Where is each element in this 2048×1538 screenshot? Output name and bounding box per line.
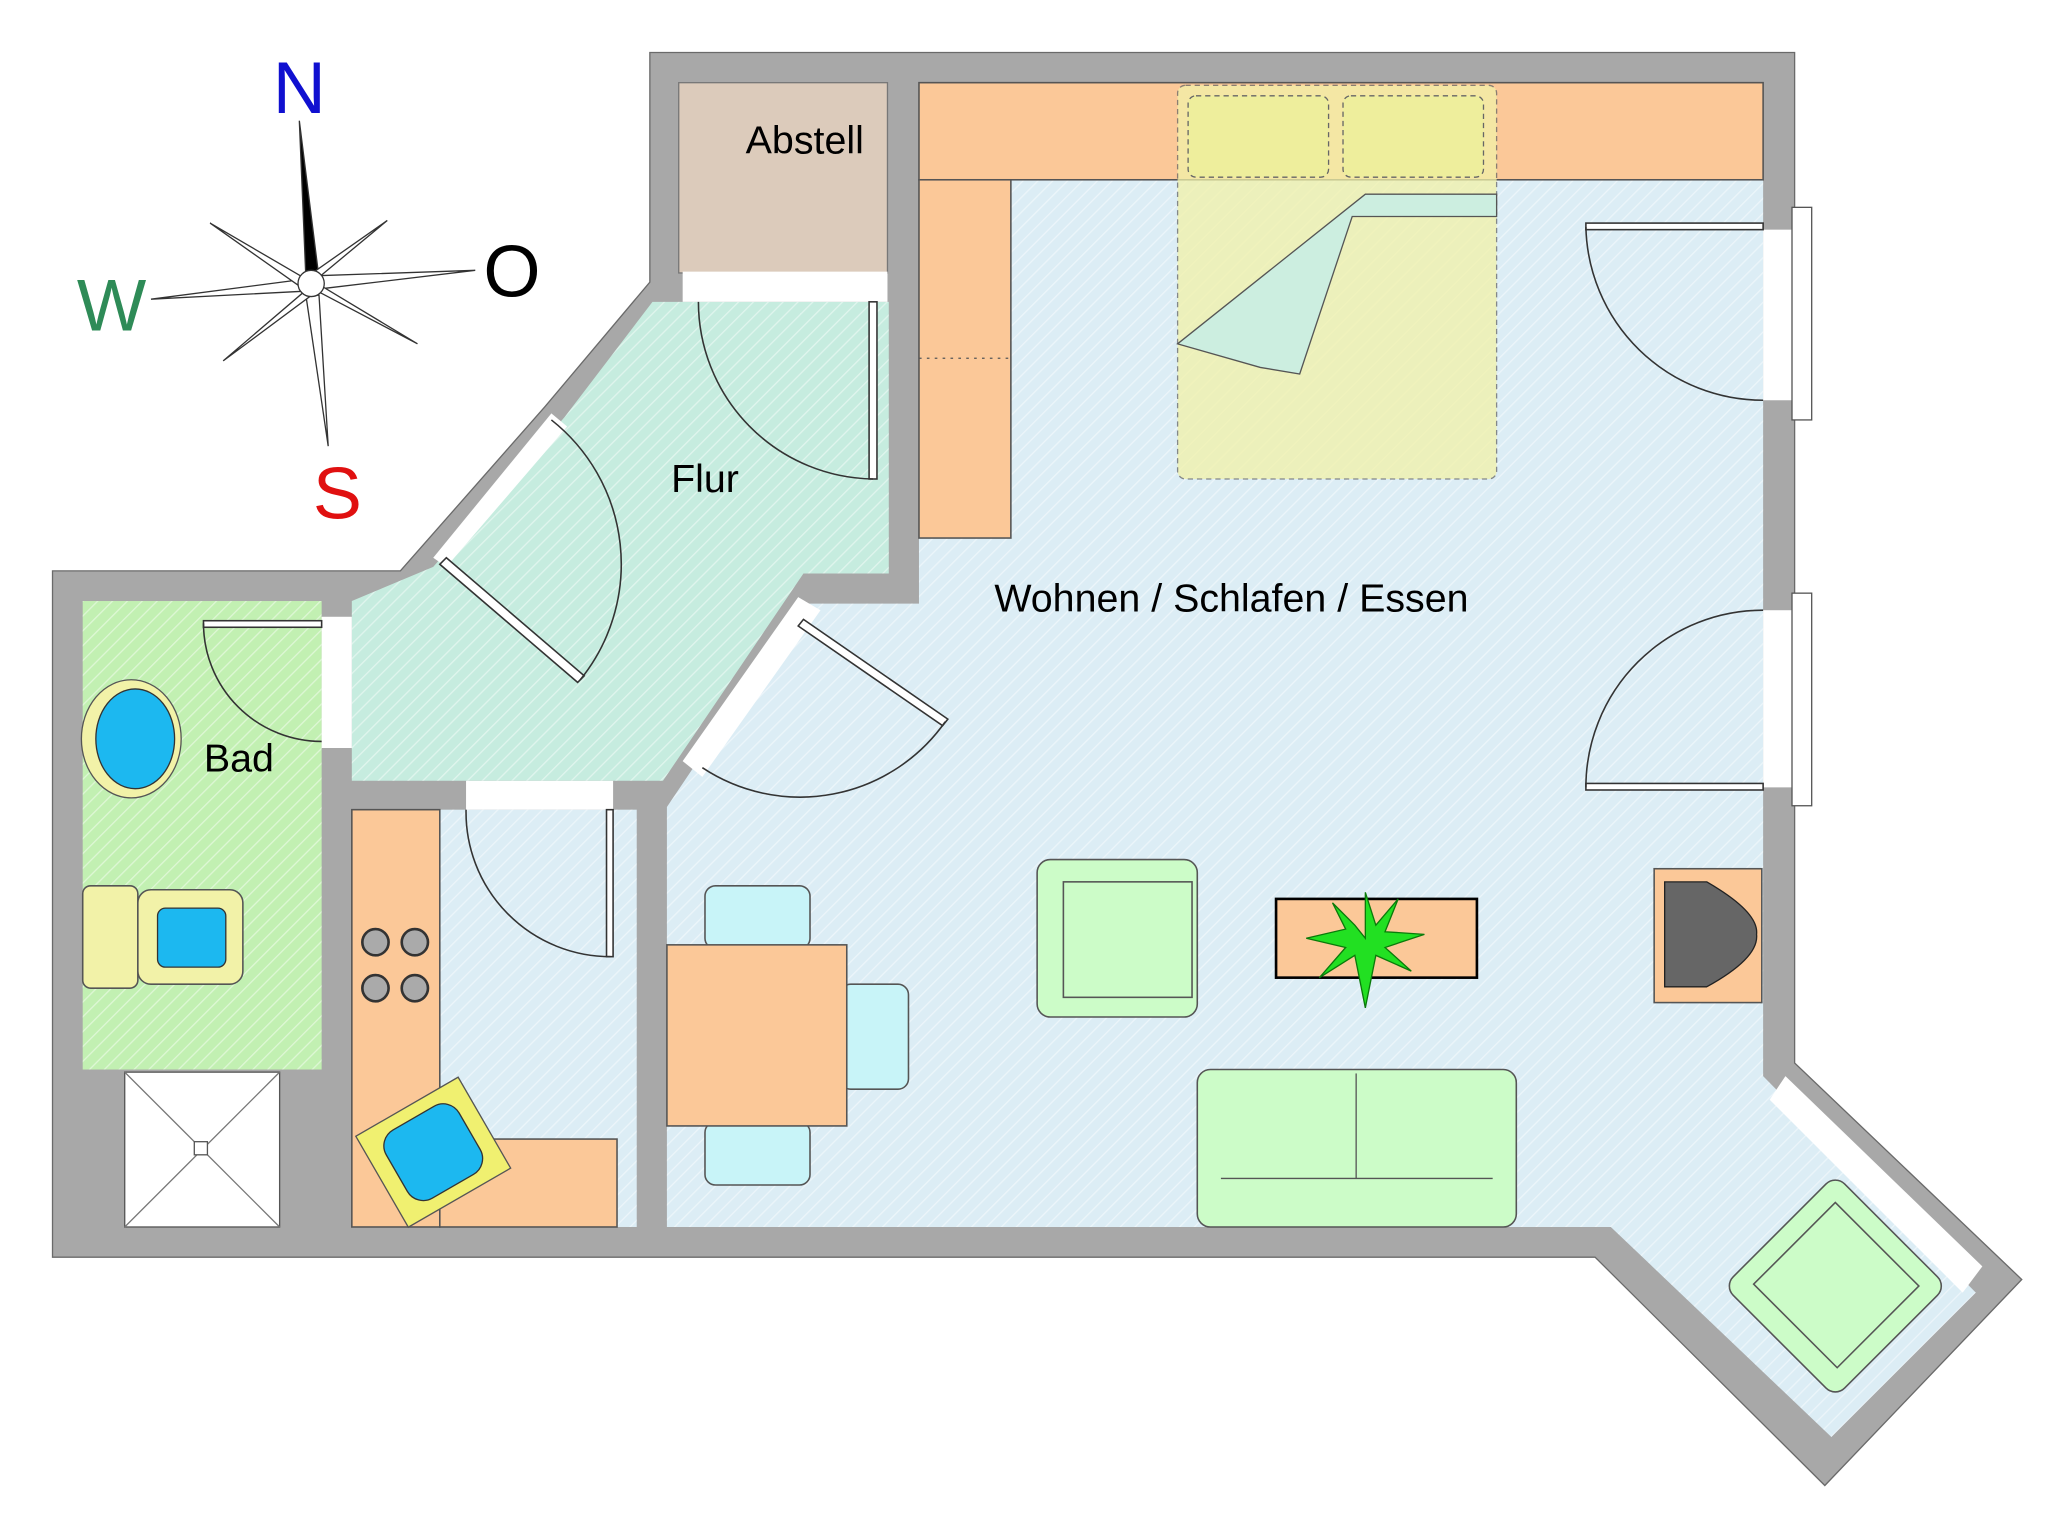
room-label-bad: Bad xyxy=(204,737,274,781)
compass-west: W xyxy=(77,264,147,347)
armchair-corner xyxy=(1728,1179,1943,1393)
room-label-flur: Flur xyxy=(671,457,739,501)
plant-icon xyxy=(1306,892,1425,1008)
washbasin xyxy=(80,679,182,799)
coffee-table xyxy=(1274,892,1479,1008)
compass-rose-icon xyxy=(150,120,476,447)
window-door-lower[interactable] xyxy=(1585,592,1813,807)
window-door-upper[interactable] xyxy=(1585,206,1813,421)
stove-icon xyxy=(361,927,430,1003)
compass-east: O xyxy=(483,230,540,313)
door-kitchen[interactable] xyxy=(465,808,614,958)
door-living[interactable] xyxy=(701,618,949,798)
room-label-abstell: Abstell xyxy=(746,119,864,163)
door-entrance[interactable] xyxy=(438,419,623,684)
toilet xyxy=(81,885,244,989)
room-abstell xyxy=(678,82,889,274)
room-label-main: Wohnen / Schlafen / Essen xyxy=(994,577,1468,621)
bed xyxy=(1176,84,1498,480)
dining-set xyxy=(666,885,910,1186)
room-bad xyxy=(82,601,322,1070)
compass-north: N xyxy=(273,46,326,129)
sink-icon xyxy=(354,1076,512,1229)
shower xyxy=(124,1071,281,1228)
door-abstell[interactable] xyxy=(697,301,878,480)
sofa xyxy=(1196,1068,1518,1228)
compass-south: S xyxy=(313,451,362,534)
kitchen-counter xyxy=(351,808,618,1229)
door-bad[interactable] xyxy=(202,619,323,743)
tv xyxy=(1653,867,1763,1004)
armchair xyxy=(1036,858,1199,1018)
